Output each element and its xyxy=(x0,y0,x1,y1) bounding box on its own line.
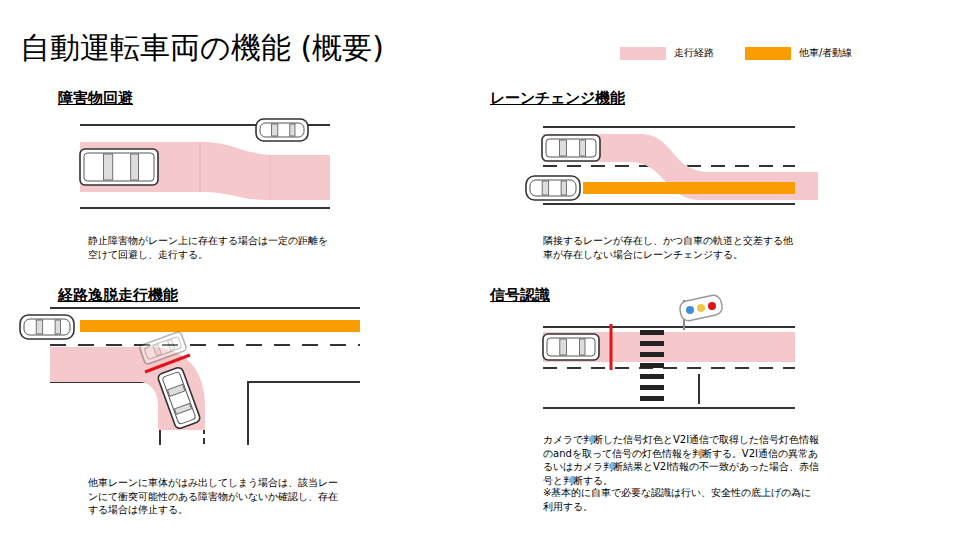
car-icon xyxy=(543,334,599,360)
crosswalk-stripe xyxy=(640,363,664,368)
description-text: 隣接するレーンが存在し、かつ自車の軌道と交差する他車が存在しない場合にレーンチェ… xyxy=(543,234,793,261)
description-text: ※基本的に自車で必要な認識は行い、安全性の底上げの為に利用する。 xyxy=(543,486,821,513)
legend-swatch xyxy=(745,47,791,60)
route-band xyxy=(80,142,330,200)
legend-entry: 走行経路 xyxy=(620,46,714,60)
crosswalk-stripe xyxy=(640,330,664,335)
legend-swatch xyxy=(620,47,666,60)
car-icon xyxy=(526,176,580,200)
route-band xyxy=(543,134,818,200)
crosswalk-stripe xyxy=(640,396,664,401)
section-heading: レーンチェンジ機能 xyxy=(490,88,625,108)
section-heading: 経路逸脱走行機能 xyxy=(58,285,178,305)
car-icon xyxy=(80,149,158,185)
section-heading: 障害物回避 xyxy=(58,88,133,108)
car-icon xyxy=(157,366,201,429)
crosswalk-stripe xyxy=(640,352,664,357)
car-icon xyxy=(256,119,308,141)
other-car-path xyxy=(583,182,795,194)
crosswalk-stripe xyxy=(640,374,664,379)
car-icon xyxy=(20,315,74,339)
other-car-path xyxy=(80,320,360,332)
route-band xyxy=(50,347,205,430)
description-text: カメラで判断した信号灯色とV2I通信で取得した信号灯色情報のandを取って信号の… xyxy=(543,433,821,487)
legend-entry: 他車/者動線 xyxy=(745,46,852,60)
section-heading: 信号認識 xyxy=(490,285,550,305)
route-divider xyxy=(200,142,201,192)
description-text: 他車レーンに車体がはみ出してしまう場合は、該当レーンにて衝突可能性のある障害物が… xyxy=(88,476,338,517)
car-icon xyxy=(542,135,600,161)
legend-text: 走行経路 xyxy=(674,46,714,60)
crosswalk-stripe xyxy=(640,341,664,346)
crosswalk xyxy=(640,330,664,401)
legend-text: 他車/者動線 xyxy=(799,46,852,60)
stop-line xyxy=(610,324,613,370)
route-paths xyxy=(50,134,818,430)
route-divider xyxy=(270,155,271,200)
slide-title: 自動運転車両の機能 (概要) xyxy=(20,28,384,69)
route-band xyxy=(543,332,795,362)
description-text: 静止障害物がレーン上に存在する場合は一定の距離を空けて回避し、走行する。 xyxy=(88,234,328,261)
traffic-light xyxy=(678,294,723,330)
crosswalk-stripe xyxy=(640,385,664,390)
car-icon xyxy=(139,331,187,365)
